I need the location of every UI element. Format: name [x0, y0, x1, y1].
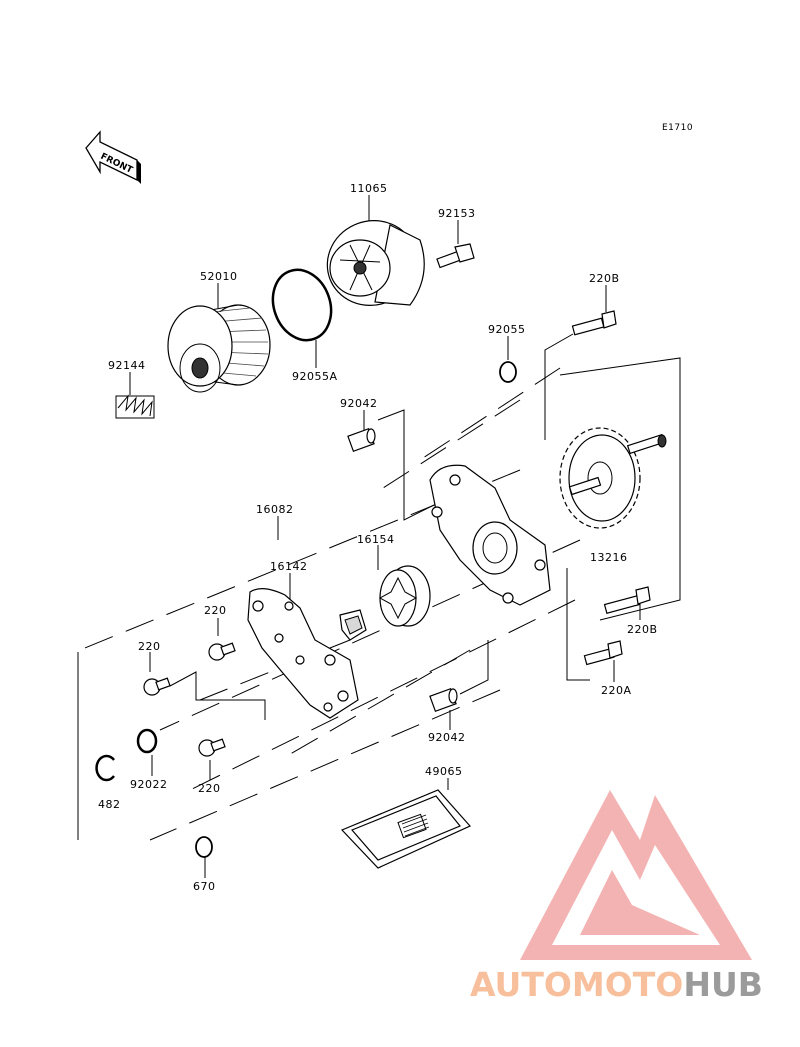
part-label-52010: 52010: [200, 270, 238, 283]
leader-lines: [77, 195, 681, 878]
part-label-13216: 13216: [590, 551, 628, 564]
logo-mark-icon: [520, 790, 752, 960]
part-label-482: 482: [98, 798, 121, 811]
oil-pump-body-part: [429, 464, 551, 606]
part-label-92055a: 92055A: [292, 370, 338, 383]
part-label-220-c: 220: [198, 782, 221, 795]
filter-cover-part: [326, 220, 425, 306]
front-arrow-icon: FRONT: [85, 130, 141, 184]
part-label-92042-bottom: 92042: [428, 731, 466, 744]
part-labels: 11065 92153 52010 220B 92055 92144 92055…: [98, 182, 658, 893]
pump-cover-plate-part: [247, 588, 359, 719]
bolt-220b-top-part: [571, 310, 617, 336]
oil-filter-part: [167, 304, 271, 393]
circlip-part: [95, 754, 116, 782]
part-label-92055: 92055: [488, 323, 526, 336]
pump-gear-part: [559, 427, 667, 529]
logo-text-hub: HUB: [683, 965, 763, 1004]
bolt-92153-part: [436, 243, 475, 269]
rotor-part: [378, 565, 431, 627]
oil-screen-part: [340, 789, 471, 869]
dowel-92042-top-part: [347, 427, 376, 453]
bolt-220a-part: [583, 640, 623, 666]
part-label-92144: 92144: [108, 359, 146, 372]
o-ring-92055a-part: [271, 268, 333, 342]
part-label-220-a: 220: [204, 604, 227, 617]
spring-part: [115, 394, 155, 419]
screw-220-c-part: [198, 738, 226, 757]
part-label-220b-bottom: 220B: [627, 623, 658, 636]
part-label-92153: 92153: [438, 207, 476, 220]
inner-rotor-part: [339, 609, 367, 641]
part-label-220-b: 220: [138, 640, 161, 653]
alignment-dash-lines: [79, 367, 581, 841]
diagram-code: E1710: [662, 123, 693, 133]
part-label-49065: 49065: [425, 765, 463, 778]
bolt-220b-bottom-part: [603, 586, 651, 614]
logo-text-auto: AUTOMOTO: [470, 965, 683, 1004]
part-label-16154: 16154: [357, 533, 395, 546]
watermark-logo: AUTOMOTOHUB: [470, 790, 763, 1004]
o-ring-92055-part: [499, 361, 517, 383]
part-label-92042-top: 92042: [340, 397, 378, 410]
screw-220-b-part: [143, 677, 171, 696]
o-ring-670-part: [195, 836, 213, 858]
dowel-92042-bottom-part: [429, 687, 458, 713]
part-label-220a: 220A: [601, 684, 632, 697]
washer-part: [136, 728, 158, 754]
part-label-92022: 92022: [130, 778, 168, 791]
screw-220-a-part: [208, 642, 236, 661]
part-label-220b-top: 220B: [589, 272, 620, 285]
part-label-16082: 16082: [256, 503, 294, 516]
logo-text: AUTOMOTOHUB: [470, 965, 763, 1004]
part-label-11065: 11065: [350, 182, 388, 195]
part-label-16142: 16142: [270, 560, 308, 573]
part-label-670: 670: [193, 880, 216, 893]
